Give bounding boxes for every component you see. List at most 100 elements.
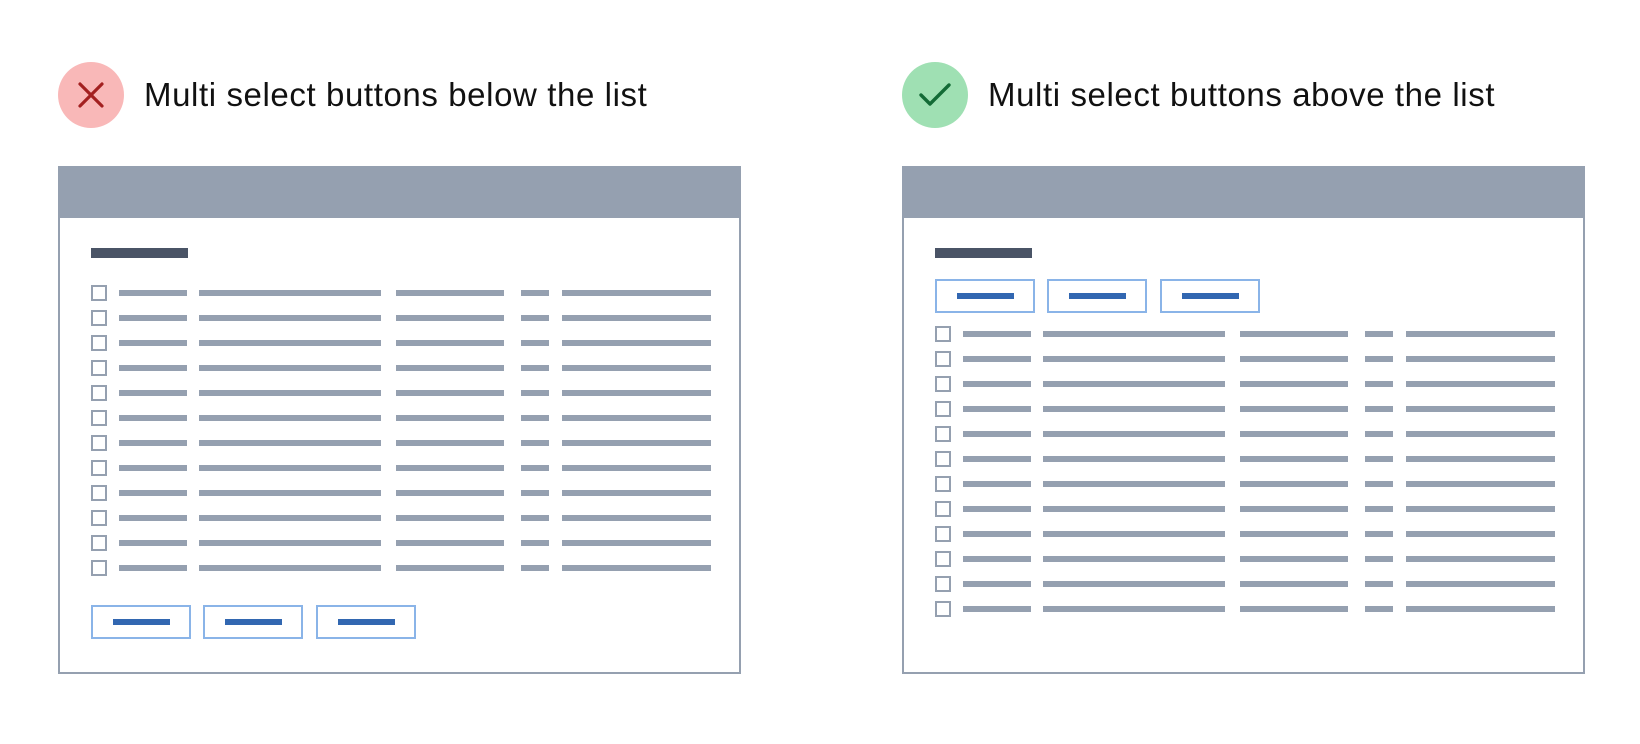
row-cell-placeholder [1365, 431, 1393, 437]
row-cell-placeholder [199, 565, 381, 571]
row-checkbox[interactable] [91, 510, 107, 526]
row-cell-placeholder [562, 415, 711, 421]
row-checkbox[interactable] [91, 560, 107, 576]
row-cell-placeholder [1043, 606, 1225, 612]
row-checkbox[interactable] [91, 360, 107, 376]
row-cell-placeholder [963, 556, 1031, 562]
list-row [91, 460, 711, 476]
list-row [91, 560, 711, 576]
list-row [935, 376, 1555, 392]
row-cell-placeholder [963, 506, 1031, 512]
row-cell-placeholder [396, 565, 504, 571]
row-cell-placeholder [562, 490, 711, 496]
row-cell-placeholder [1240, 431, 1348, 437]
multi-select-button-2[interactable] [203, 605, 303, 639]
button-label-placeholder [337, 619, 395, 625]
row-cell-placeholder [562, 390, 711, 396]
row-cell-placeholder [119, 415, 187, 421]
row-cell-placeholder [521, 290, 549, 296]
row-cell-placeholder [199, 440, 381, 446]
button-label-placeholder [224, 619, 282, 625]
row-checkbox[interactable] [91, 335, 107, 351]
list-row [935, 576, 1555, 592]
row-checkbox[interactable] [91, 410, 107, 426]
row-cell-placeholder [1240, 506, 1348, 512]
row-cell-placeholder [1240, 481, 1348, 487]
row-cell-placeholder [1365, 506, 1393, 512]
row-checkbox[interactable] [91, 485, 107, 501]
list-row [935, 601, 1555, 617]
row-cell-placeholder [1043, 556, 1225, 562]
row-checkbox[interactable] [91, 285, 107, 301]
row-cell-placeholder [1365, 481, 1393, 487]
row-checkbox[interactable] [935, 351, 951, 367]
row-cell-placeholder [119, 290, 187, 296]
row-checkbox[interactable] [935, 476, 951, 492]
good-example-mockup [902, 166, 1585, 674]
list-row [935, 501, 1555, 517]
row-cell-placeholder [199, 515, 381, 521]
row-checkbox[interactable] [935, 326, 951, 342]
row-cell-placeholder [562, 540, 711, 546]
row-checkbox[interactable] [935, 376, 951, 392]
row-cell-placeholder [1406, 356, 1555, 362]
row-checkbox[interactable] [91, 535, 107, 551]
multi-select-button-1[interactable] [91, 605, 191, 639]
list-row [935, 451, 1555, 467]
row-cell-placeholder [1043, 456, 1225, 462]
row-cell-placeholder [521, 440, 549, 446]
row-cell-placeholder [963, 531, 1031, 537]
row-checkbox[interactable] [935, 501, 951, 517]
multi-select-button-3[interactable] [316, 605, 416, 639]
row-cell-placeholder [521, 415, 549, 421]
list-row [935, 551, 1555, 567]
row-cell-placeholder [963, 481, 1031, 487]
row-cell-placeholder [1043, 356, 1225, 362]
row-checkbox[interactable] [935, 426, 951, 442]
multi-select-button-3[interactable] [1160, 279, 1260, 313]
row-checkbox[interactable] [91, 310, 107, 326]
row-cell-placeholder [1240, 331, 1348, 337]
row-cell-placeholder [521, 465, 549, 471]
row-checkbox[interactable] [935, 401, 951, 417]
row-cell-placeholder [963, 606, 1031, 612]
multi-select-button-1[interactable] [935, 279, 1035, 313]
row-cell-placeholder [1406, 481, 1555, 487]
row-cell-placeholder [119, 365, 187, 371]
row-cell-placeholder [521, 390, 549, 396]
row-cell-placeholder [199, 465, 381, 471]
row-cell-placeholder [1240, 581, 1348, 587]
row-checkbox[interactable] [935, 551, 951, 567]
row-cell-placeholder [396, 315, 504, 321]
row-checkbox[interactable] [935, 526, 951, 542]
row-cell-placeholder [199, 365, 381, 371]
row-cell-placeholder [1043, 381, 1225, 387]
mockup-header [904, 168, 1583, 218]
list-row [91, 385, 711, 401]
row-cell-placeholder [396, 515, 504, 521]
row-checkbox[interactable] [935, 451, 951, 467]
item-list [935, 326, 1555, 617]
row-cell-placeholder [119, 490, 187, 496]
row-checkbox[interactable] [91, 385, 107, 401]
row-cell-placeholder [562, 290, 711, 296]
checkmark-icon [919, 83, 951, 106]
row-cell-placeholder [199, 490, 381, 496]
list-row [935, 426, 1555, 442]
row-cell-placeholder [119, 515, 187, 521]
row-checkbox[interactable] [935, 601, 951, 617]
row-cell-placeholder [521, 365, 549, 371]
multi-select-buttons [91, 605, 431, 639]
row-cell-placeholder [119, 565, 187, 571]
row-checkbox[interactable] [91, 435, 107, 451]
multi-select-button-2[interactable] [1047, 279, 1147, 313]
row-cell-placeholder [1365, 381, 1393, 387]
list-row [91, 435, 711, 451]
row-checkbox[interactable] [935, 576, 951, 592]
row-cell-placeholder [562, 365, 711, 371]
mockup-header [60, 168, 739, 218]
row-cell-placeholder [1406, 406, 1555, 412]
good-example-panel: Multi select buttons above the list [902, 0, 1602, 744]
row-cell-placeholder [119, 540, 187, 546]
row-checkbox[interactable] [91, 460, 107, 476]
